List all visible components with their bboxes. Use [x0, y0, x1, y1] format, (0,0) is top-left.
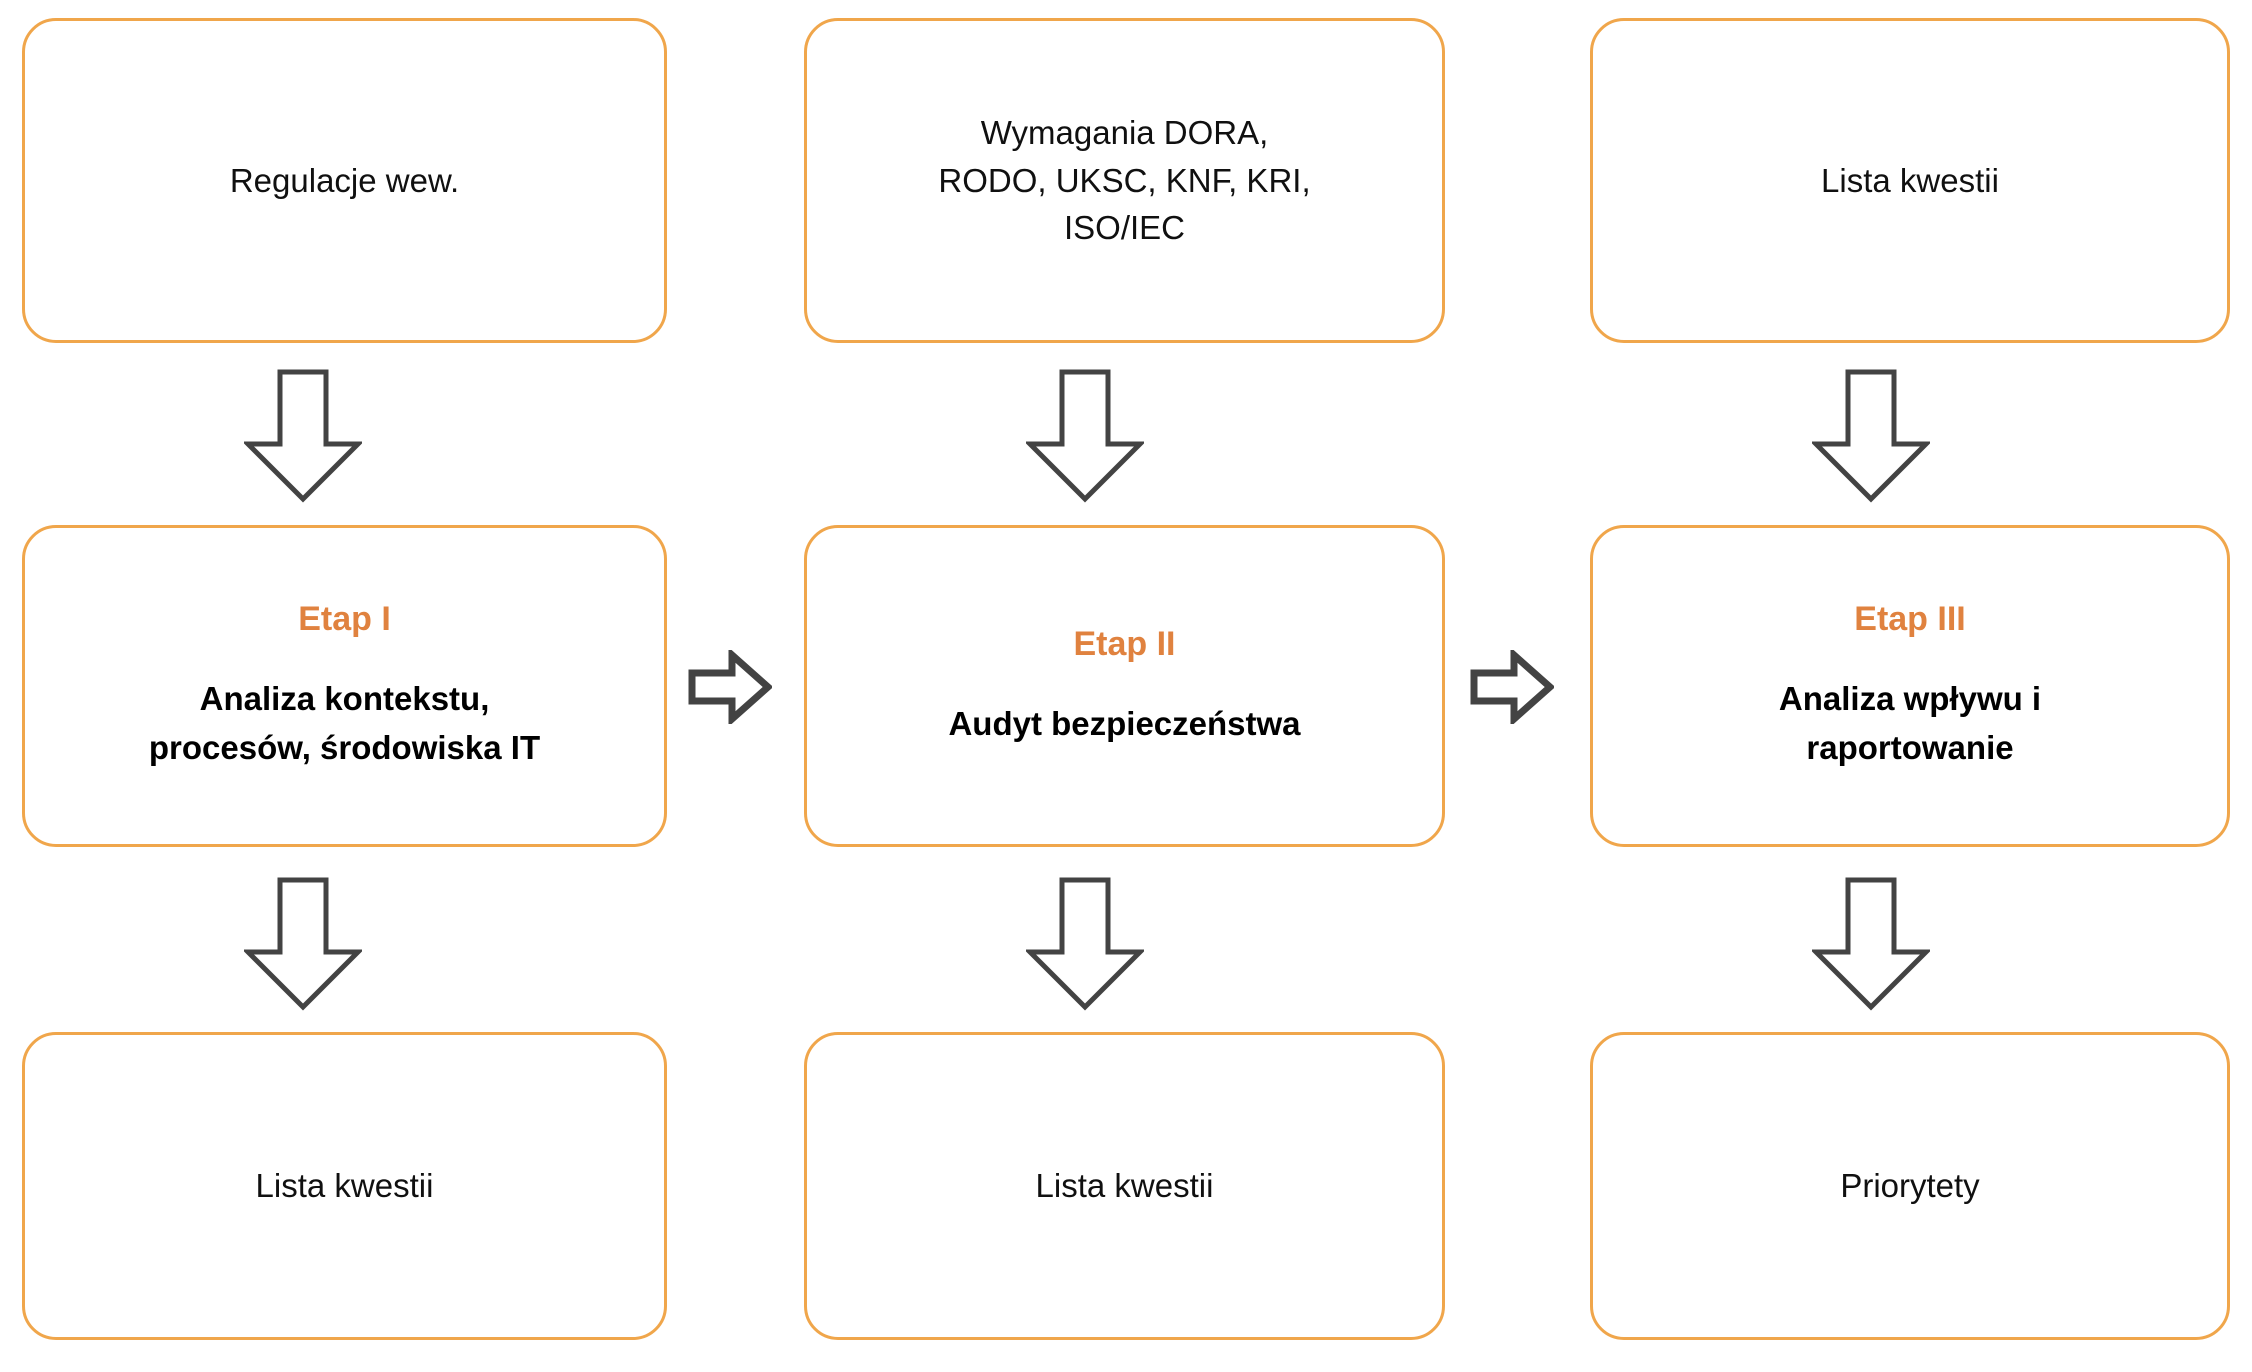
input-box-label: Wymagania DORA, RODO, UKSC, KNF, KRI, IS… [938, 113, 1311, 247]
output-box-lista-kwestii-2: Lista kwestii [804, 1032, 1445, 1340]
stage-box-etap-1: Etap I Analiza kontekstu, procesów, środ… [22, 525, 667, 847]
stage-title: Etap I [298, 600, 391, 639]
stage-title: Etap III [1854, 600, 1966, 639]
stage-box-etap-2: Etap II Audyt bezpieczeństwa [804, 525, 1445, 847]
stage-box-etap-3: Etap III Analiza wpływu i raportowanie [1590, 525, 2230, 847]
input-box-regulacje: Regulacje wew. [22, 18, 667, 343]
arrow-right-block-icon [1470, 650, 1554, 724]
stage-subtitle: Audyt bezpieczeństwa [948, 704, 1301, 742]
arrow-down-block-icon [244, 368, 362, 504]
arrow-right-block-icon [688, 650, 772, 724]
stage-subtitle: Analiza wpływu i raportowanie [1778, 679, 2042, 767]
stage-subtitle: Analiza kontekstu, procesów, środowiska … [148, 679, 541, 767]
input-box-wymagania: Wymagania DORA, RODO, UKSC, KNF, KRI, IS… [804, 18, 1445, 343]
output-box-label: Priorytety [1840, 1167, 1980, 1205]
output-box-label: Lista kwestii [1035, 1167, 1214, 1205]
output-box-label: Lista kwestii [255, 1167, 434, 1205]
arrow-down-block-icon [1026, 876, 1144, 1012]
arrow-down-block-icon [1812, 368, 1930, 504]
stage-title: Etap II [1073, 624, 1176, 663]
output-box-lista-kwestii-1: Lista kwestii [22, 1032, 667, 1340]
arrow-down-block-icon [1812, 876, 1930, 1012]
input-box-lista-kwestii: Lista kwestii [1590, 18, 2230, 343]
arrow-down-block-icon [244, 876, 362, 1012]
output-box-priorytety: Priorytety [1590, 1032, 2230, 1340]
input-box-label: Regulacje wew. [229, 161, 460, 199]
arrow-down-block-icon [1026, 368, 1144, 504]
input-box-label: Lista kwestii [1821, 161, 1999, 199]
